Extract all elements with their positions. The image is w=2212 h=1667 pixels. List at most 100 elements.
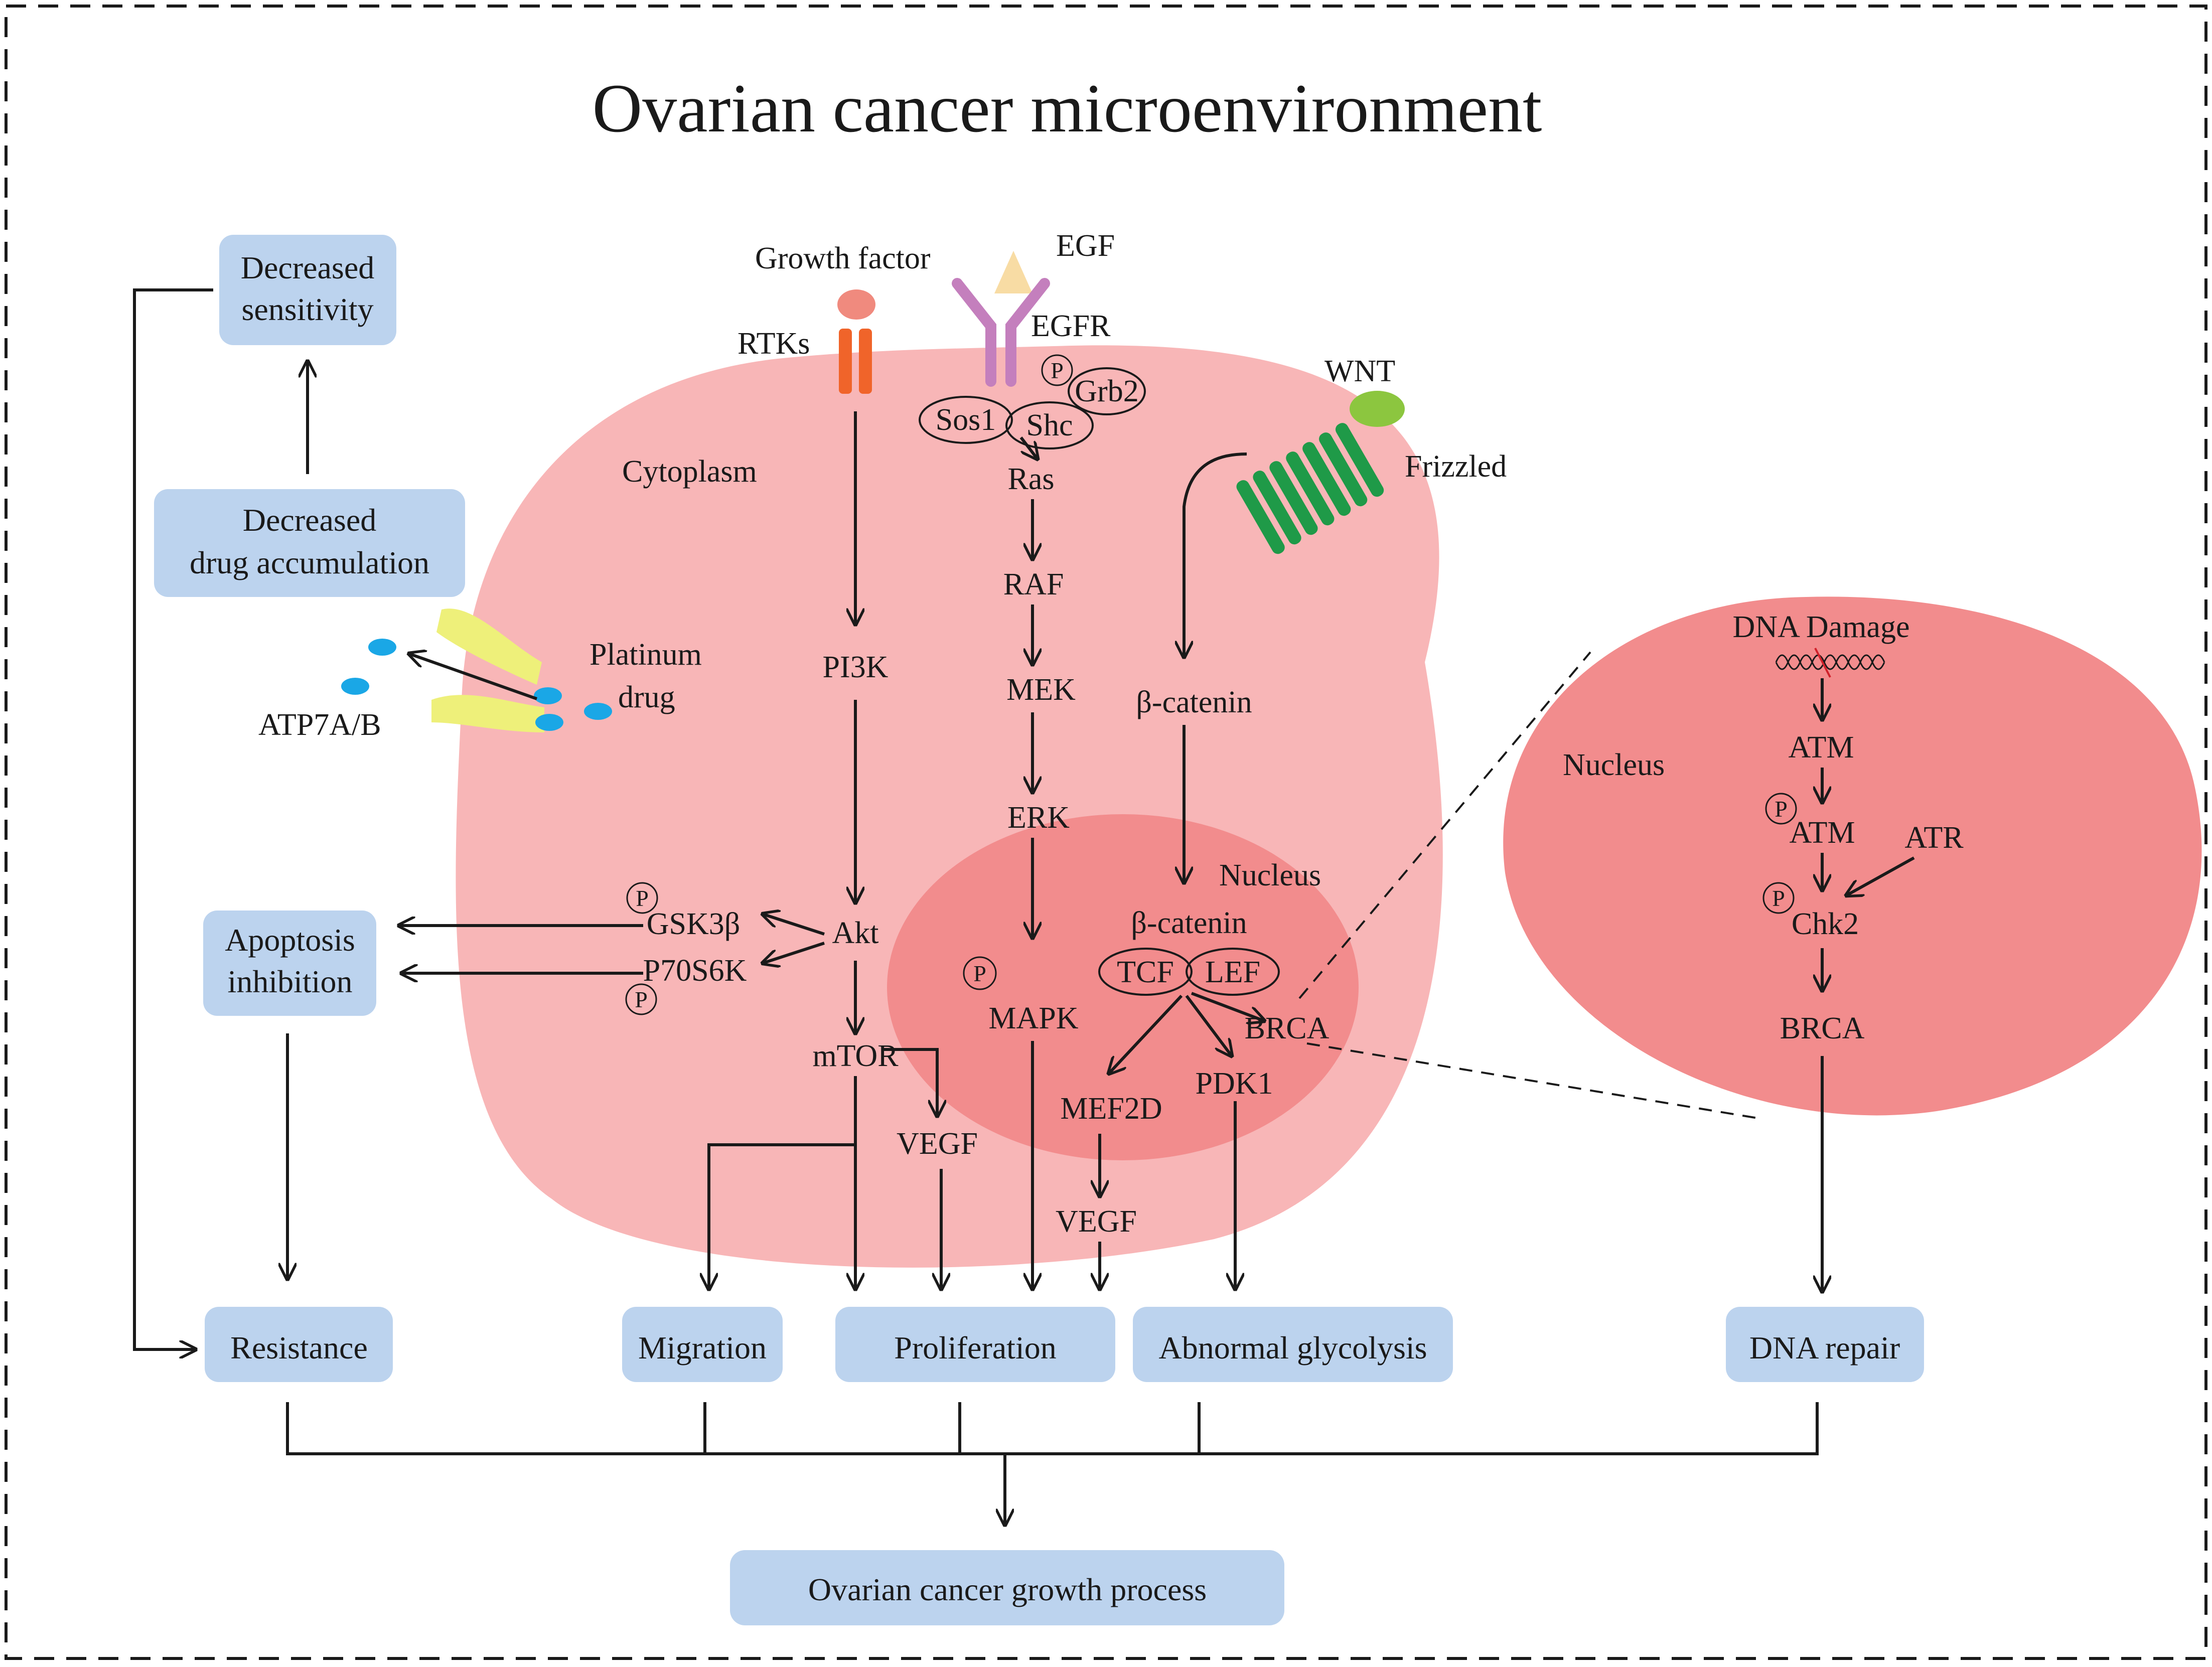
raf-label: RAF	[1003, 567, 1064, 601]
zoom-nucleus-region	[1503, 596, 2202, 1116]
ras-label: Ras	[1008, 462, 1055, 496]
apoptosis-inhibition-box	[203, 911, 376, 1016]
tcf-lef-to-pdk1-arrow	[1185, 995, 1232, 1056]
grb2-label: Grb2	[1075, 374, 1138, 408]
platinum-particle	[535, 714, 563, 731]
egfr-label: EGFR	[1031, 309, 1111, 343]
growth-process-box	[730, 1550, 1284, 1625]
abnormal-glycolysis-box	[1133, 1307, 1453, 1382]
page-title: Ovarian cancer microenvironment	[593, 70, 1542, 146]
akt-label: Akt	[832, 916, 879, 950]
zoom-nucleus-label: Nucleus	[1563, 748, 1665, 782]
wnt-label: WNT	[1324, 354, 1395, 388]
mtor-to-vegf-arrow	[883, 1048, 937, 1116]
tcf-label: TCF	[1117, 955, 1174, 989]
mek-label: MEK	[1006, 673, 1076, 707]
tcf-node	[1098, 948, 1193, 996]
decreased-sensitivity-line-2: sensitivity	[241, 291, 373, 327]
tcf-lef-to-brca-arrow	[1191, 992, 1264, 1021]
migration-label: Migration	[638, 1330, 767, 1366]
platinum-particle	[584, 703, 612, 720]
outer-frame	[5, 5, 2207, 1660]
grb2-node	[1068, 367, 1146, 415]
pdk1-label: PDK1	[1195, 1067, 1273, 1101]
lef-node	[1186, 948, 1280, 996]
mef2d-label: MEF2D	[1060, 1092, 1162, 1126]
drug-label: drug	[618, 680, 675, 714]
dna-repair-label: DNA repair	[1749, 1330, 1900, 1366]
svg-text:P: P	[1775, 796, 1788, 822]
platinum-particle	[368, 639, 396, 656]
phospho-mapk: P	[963, 956, 997, 990]
dna-break-mark	[1814, 648, 1831, 678]
atr-to-chk2-arrow	[1846, 856, 1915, 895]
svg-text:P: P	[973, 961, 986, 986]
growth-process-label: Ovarian cancer growth process	[808, 1572, 1207, 1607]
atp7ab-transporter-top	[436, 609, 542, 685]
shc-to-ras-arrow	[1019, 436, 1038, 459]
inner-nucleus-label: Nucleus	[1219, 858, 1321, 892]
growth-factor-label: Growth factor	[755, 241, 931, 275]
resistance-label: Resistance	[230, 1330, 368, 1366]
sos1-node	[919, 396, 1013, 444]
egf-ligand	[994, 251, 1033, 293]
drug-efflux-arrow	[409, 654, 537, 700]
frizzled-label: Frizzled	[1405, 449, 1507, 484]
svg-text:P: P	[636, 885, 649, 911]
atp7ab-transporter-bottom	[431, 695, 544, 732]
gsk3b-label: GSK3β	[647, 907, 741, 941]
bcatenin-cyto-label: β-catenin	[1136, 685, 1252, 719]
akt-to-p70s6k-arrow	[763, 942, 825, 963]
dna-repair-box	[1726, 1307, 1924, 1382]
growth-factor-ligand	[837, 289, 875, 320]
sos1-label: Sos1	[936, 403, 996, 437]
wnt-ligand	[1350, 391, 1405, 427]
vegf-label-1: VEGF	[897, 1127, 978, 1161]
platinum-label: Platinum	[589, 638, 702, 672]
brca-inner-label: BRCA	[1245, 1011, 1330, 1045]
mapk-label: MAPK	[988, 1001, 1078, 1035]
egf-label: EGF	[1056, 229, 1115, 263]
proliferation-label: Proliferation	[894, 1330, 1056, 1366]
dna-helix-icon	[1775, 654, 1885, 670]
shc-node	[1005, 401, 1094, 449]
decreased-accumulation-line-1: Decreased	[243, 502, 376, 538]
zoom-connector-bottom	[1306, 1042, 1761, 1120]
apoptosis-inhibition-line-2: inhibition	[228, 964, 353, 999]
mtor-label: mTOR	[812, 1039, 899, 1073]
zoom-connector-top	[1298, 651, 1591, 999]
phospho-chk2: P	[1762, 882, 1795, 914]
abnormal-glycolysis-label: Abnormal glycolysis	[1158, 1330, 1427, 1366]
proliferation-box	[835, 1307, 1115, 1382]
dna-damage-label: DNA Damage	[1733, 610, 1910, 644]
frizzled-to-bcatenin-arrow	[1184, 452, 1247, 657]
decreased-sensitivity-line-1: Decreased	[241, 250, 374, 285]
tcf-lef-to-mef2d-arrow	[1109, 994, 1183, 1074]
svg-text:P: P	[1051, 358, 1064, 383]
atm-label-2: ATM	[1790, 816, 1855, 850]
sensitivity-to-resistance-arrow	[133, 288, 213, 1349]
atm-label-1: ATM	[1789, 730, 1854, 765]
phospho-grb2: P	[1041, 354, 1073, 386]
p70s6k-label: P70S6K	[643, 954, 747, 988]
decreased-sensitivity-box	[219, 235, 396, 345]
resistance-box	[205, 1307, 393, 1382]
brca-label: BRCA	[1780, 1011, 1865, 1045]
chk2-label: Chk2	[1792, 907, 1859, 941]
platinum-particle	[341, 678, 369, 695]
atr-label: ATR	[1904, 821, 1964, 855]
frizzled-receptor	[1236, 423, 1384, 554]
phospho-gsk3b: P	[626, 882, 658, 914]
platinum-particle	[534, 687, 562, 704]
cytoplasm-label: Cytoplasm	[622, 454, 757, 489]
svg-text:P: P	[635, 987, 648, 1012]
svg-text:P: P	[1772, 885, 1785, 911]
rtk-receptor-right	[859, 329, 872, 394]
phospho-p70s6k: P	[625, 983, 657, 1015]
migration-box	[622, 1307, 783, 1382]
atp7ab-label: ATP7A/B	[258, 708, 381, 742]
decreased-accumulation-box	[154, 489, 465, 597]
mtor-to-migration-arrow	[709, 1143, 855, 1289]
